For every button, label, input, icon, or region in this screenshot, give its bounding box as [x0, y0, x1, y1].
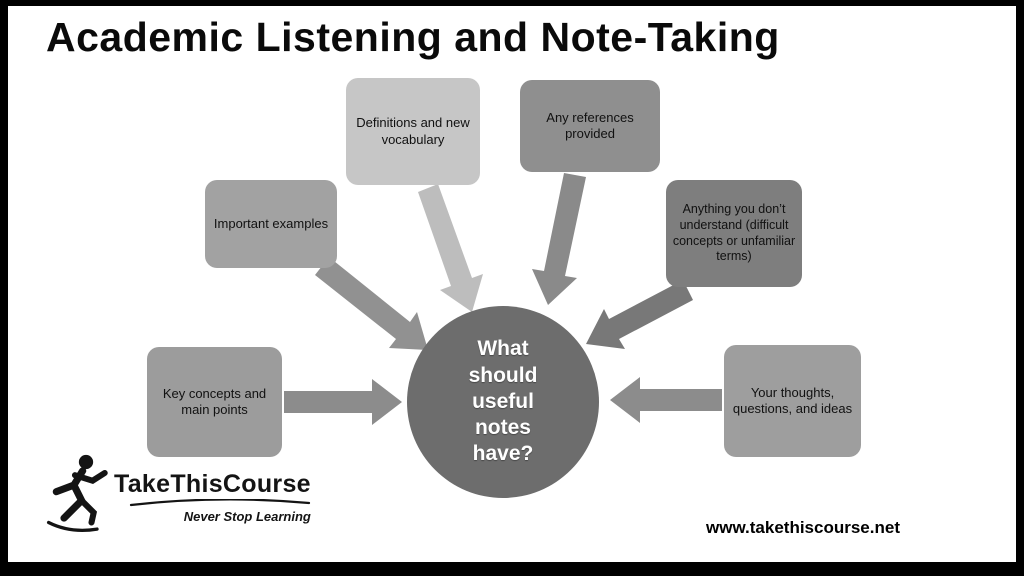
- box-dont-understand: Anything you don’t understand (difficult…: [666, 180, 802, 287]
- box-definitions: Definitions and new vocabulary: [346, 78, 480, 185]
- hub-circle-label: What should useful notes have?: [468, 337, 538, 466]
- logo-name: TakeThisCourse: [114, 470, 311, 498]
- box-thoughts-label: Your thoughts, questions, and ideas: [732, 384, 853, 416]
- box-references: Any references provided: [520, 80, 660, 172]
- box-dont-understand-label: Anything you don’t understand (difficult…: [672, 202, 796, 264]
- logo-tagline: Never Stop Learning: [183, 509, 311, 524]
- logo-swoosh: [129, 499, 310, 507]
- box-key-concepts-label: Key concepts and main points: [162, 385, 267, 417]
- takethiscourse-logo: TakeThisCourse Never Stop Learning: [42, 452, 311, 543]
- hub-circle: What should useful notes have?: [407, 306, 599, 498]
- box-key-concepts: Key concepts and main points: [147, 347, 282, 457]
- box-important-examples-label: Important examples: [213, 215, 329, 231]
- box-important-examples: Important examples: [205, 180, 337, 268]
- logo-text-block: TakeThisCourse Never Stop Learning: [114, 452, 311, 524]
- box-references-label: Any references provided: [546, 109, 634, 141]
- box-definitions-label: Definitions and new vocabulary: [356, 115, 470, 147]
- runner-icon: [42, 452, 108, 543]
- box-thoughts: Your thoughts, questions, and ideas: [724, 345, 861, 457]
- page-title: Academic Listening and Note-Taking: [46, 14, 780, 60]
- website-url: www.takethiscourse.net: [706, 518, 900, 537]
